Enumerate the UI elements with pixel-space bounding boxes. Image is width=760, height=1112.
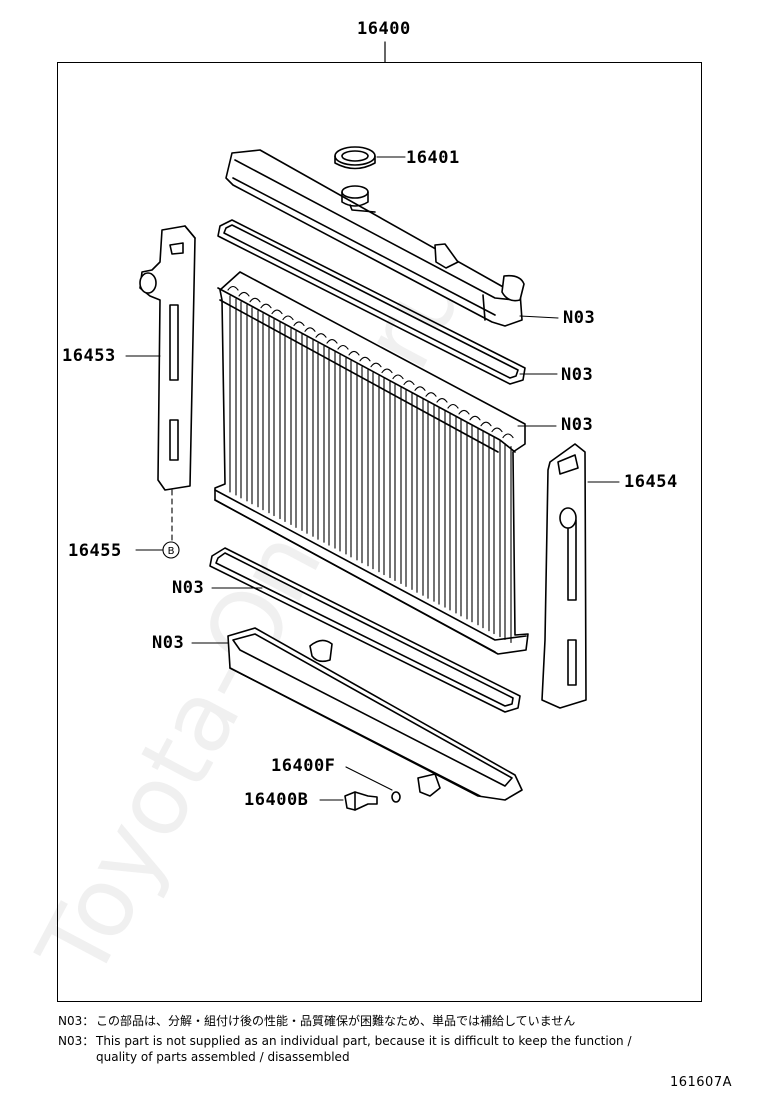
callout-upper-gasket: N03 xyxy=(561,365,594,385)
diagram-frame xyxy=(57,62,702,1002)
left-support xyxy=(139,225,196,491)
upper-tank xyxy=(225,149,525,327)
callout-drain-gasket: 16400F xyxy=(271,756,336,776)
callout-lower-tank: N03 xyxy=(152,633,185,653)
callout-upper-tank: N03 xyxy=(563,308,596,328)
radiator-core xyxy=(214,271,529,655)
upper-gasket xyxy=(217,219,526,385)
lower-gasket xyxy=(209,547,521,713)
callout-left-support: 16453 xyxy=(62,346,116,366)
note-english-1: N03：This part is not supplied as an indi… xyxy=(58,1034,632,1048)
callout-drain-plug: 16400B xyxy=(244,790,309,810)
lower-tank xyxy=(227,627,523,801)
note-japanese: N03：この部品は、分解・組付け後の性能・品質確保が困難なため、単品では補給して… xyxy=(58,1014,576,1028)
radiator-cap xyxy=(334,146,376,170)
figure-id: 161607A xyxy=(669,1075,732,1090)
callout-right-support: 16454 xyxy=(624,472,678,492)
bolt-b-marker: B xyxy=(162,541,180,559)
assembly-number-label: 16400 xyxy=(357,19,411,39)
right-support xyxy=(541,443,587,709)
callout-radiator-cap: 16401 xyxy=(406,148,460,168)
drain-plug-parts xyxy=(344,791,401,811)
note-english-2: quality of parts assembled / disassemble… xyxy=(96,1050,350,1064)
callout-bolt: 16455 xyxy=(68,541,122,561)
callout-lower-gasket: N03 xyxy=(172,578,205,598)
svg-text:B: B xyxy=(168,546,175,557)
callout-core: N03 xyxy=(561,415,594,435)
